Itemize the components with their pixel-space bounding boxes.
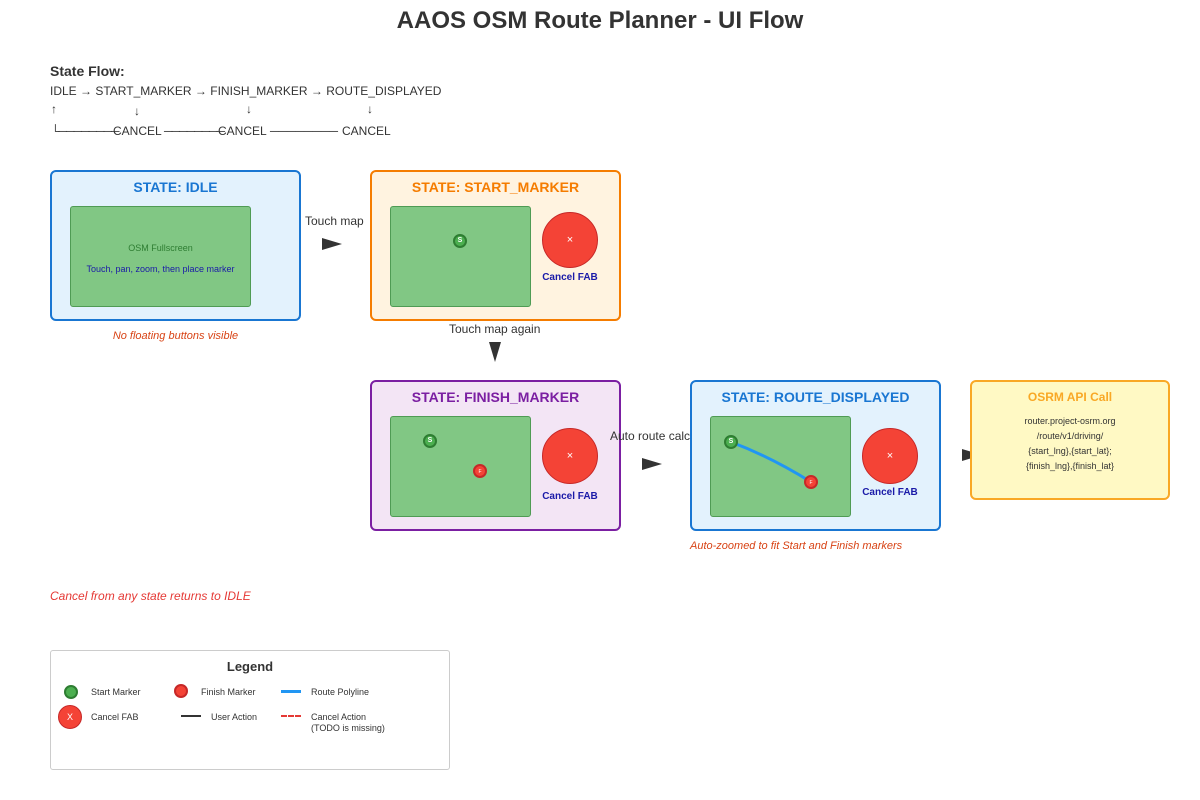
route-map: S F	[710, 416, 851, 517]
arrow-right-icon	[642, 458, 662, 470]
start-marker-icon	[64, 685, 78, 699]
legend-finish-marker: Finish Marker	[201, 687, 256, 697]
legend-start-marker: Start Marker	[91, 687, 141, 697]
osrm-url-line: {finish_lng},{finish_lat}	[1025, 461, 1115, 471]
state-flow-down-arrow-3: ↓	[367, 102, 373, 116]
osm-fullscreen-label: OSM Fullscreen	[128, 243, 193, 253]
state-start-marker-box: STATE: START_MARKER S × Cancel FAB	[370, 170, 621, 321]
osrm-title: OSRM API Call	[1027, 390, 1113, 404]
state-route-displayed-box: STATE: ROUTE_DISPLAYED S F × Cancel FAB	[690, 380, 941, 531]
cancel-action-swatch	[281, 715, 301, 717]
state-idle-box: STATE: IDLE OSM Fullscreen Touch, pan, z…	[50, 170, 301, 321]
osrm-url-line: {start_lng},{start_lat};	[1028, 446, 1112, 456]
route-polyline-swatch	[281, 690, 301, 693]
state-start-marker-title: STATE: START_MARKER	[411, 179, 580, 195]
state-route-displayed-title: STATE: ROUTE_DISPLAYED	[721, 389, 910, 405]
legend-route-polyline: Route Polyline	[311, 687, 370, 697]
page-title: AAOS OSM Route Planner - UI Flow	[396, 7, 804, 34]
osrm-url-line: /route/v1/driving/	[1036, 431, 1104, 441]
state-flow-cancel-prefix: └────────	[51, 124, 120, 138]
transition-touch-map-again-label: Touch map again	[449, 322, 541, 336]
legend-cancel-action-sub: (TODO is missing)	[311, 723, 385, 733]
start-marker-icon: S	[453, 234, 467, 248]
state-flow-cancel-sep-1: ────────	[164, 124, 225, 138]
legend-user-action: User Action	[211, 712, 258, 722]
transition-touch-map-label: Touch map	[305, 214, 364, 228]
finish-marker-icon	[174, 684, 188, 698]
transition-auto-route-label: Auto route calc	[610, 429, 691, 443]
state-idle-title: STATE: IDLE	[133, 179, 218, 195]
osrm-url: router.project-osrm.org /route/v1/drivin…	[972, 414, 1168, 474]
idle-note: No floating buttons visible	[112, 330, 239, 342]
legend-title: Legend	[226, 659, 274, 674]
legend: Legend Start Marker Finish Marker Route …	[50, 650, 450, 770]
route-displayed-note: Auto-zoomed to fit Start and Finish mark…	[690, 540, 903, 552]
state-flow-sequence: IDLE → START_MARKER → FINISH_MARKER → RO…	[50, 84, 442, 98]
state-finish-marker-title: STATE: FINISH_MARKER	[411, 389, 580, 405]
state-flow-up-arrow: ↑	[51, 102, 57, 116]
state-flow-down-arrow-2: ↓	[246, 102, 252, 116]
arrow-right-icon	[322, 238, 342, 250]
cancel-fab-label: Cancel FAB	[862, 487, 918, 498]
state-flow-down-arrow-1: ↓	[134, 104, 140, 118]
arrow-down-icon	[489, 342, 501, 362]
legend-cancel-action: Cancel Action (TODO is missing)	[311, 712, 385, 734]
route-polyline	[730, 440, 812, 484]
cancel-fab-label: Cancel FAB	[542, 272, 598, 283]
legend-cancel-fab: Cancel FAB	[91, 712, 139, 722]
start-marker-map: S	[390, 206, 531, 307]
state-flow-cancel-2: CANCEL	[218, 124, 267, 138]
state-flow-cancel-3: CANCEL	[342, 124, 391, 138]
cancel-note: Cancel from any state returns to IDLE	[50, 589, 251, 603]
finish-marker-icon: F	[473, 464, 487, 478]
osm-fullscreen-map: OSM Fullscreen Touch, pan, zoom, then pl…	[70, 206, 251, 307]
cancel-fab-button[interactable]: ×	[542, 428, 598, 484]
cancel-fab-button[interactable]: ×	[542, 212, 598, 268]
osrm-url-line: router.project-osrm.org	[1024, 416, 1116, 426]
osrm-api-call-box: OSRM API Call router.project-osrm.org /r…	[970, 380, 1170, 500]
cancel-fab-button[interactable]: ×	[862, 428, 918, 484]
state-flow-cancel-sep-2: ────────	[270, 124, 339, 138]
state-flow-heading: State Flow:	[50, 63, 125, 79]
osm-map-hint: Touch, pan, zoom, then place marker	[86, 264, 235, 274]
start-marker-icon: S	[423, 434, 437, 448]
cancel-fab-icon: X	[58, 705, 82, 729]
start-marker-icon: S	[724, 435, 738, 449]
finish-marker-icon: F	[804, 475, 818, 489]
state-finish-marker-box: STATE: FINISH_MARKER S F × Cancel FAB	[370, 380, 621, 531]
cancel-fab-label: Cancel FAB	[542, 491, 598, 502]
user-action-swatch	[181, 715, 201, 717]
state-flow-cancel-1: CANCEL	[113, 124, 162, 138]
finish-marker-map: S F	[390, 416, 531, 517]
legend-cancel-action-label: Cancel Action	[311, 712, 367, 722]
